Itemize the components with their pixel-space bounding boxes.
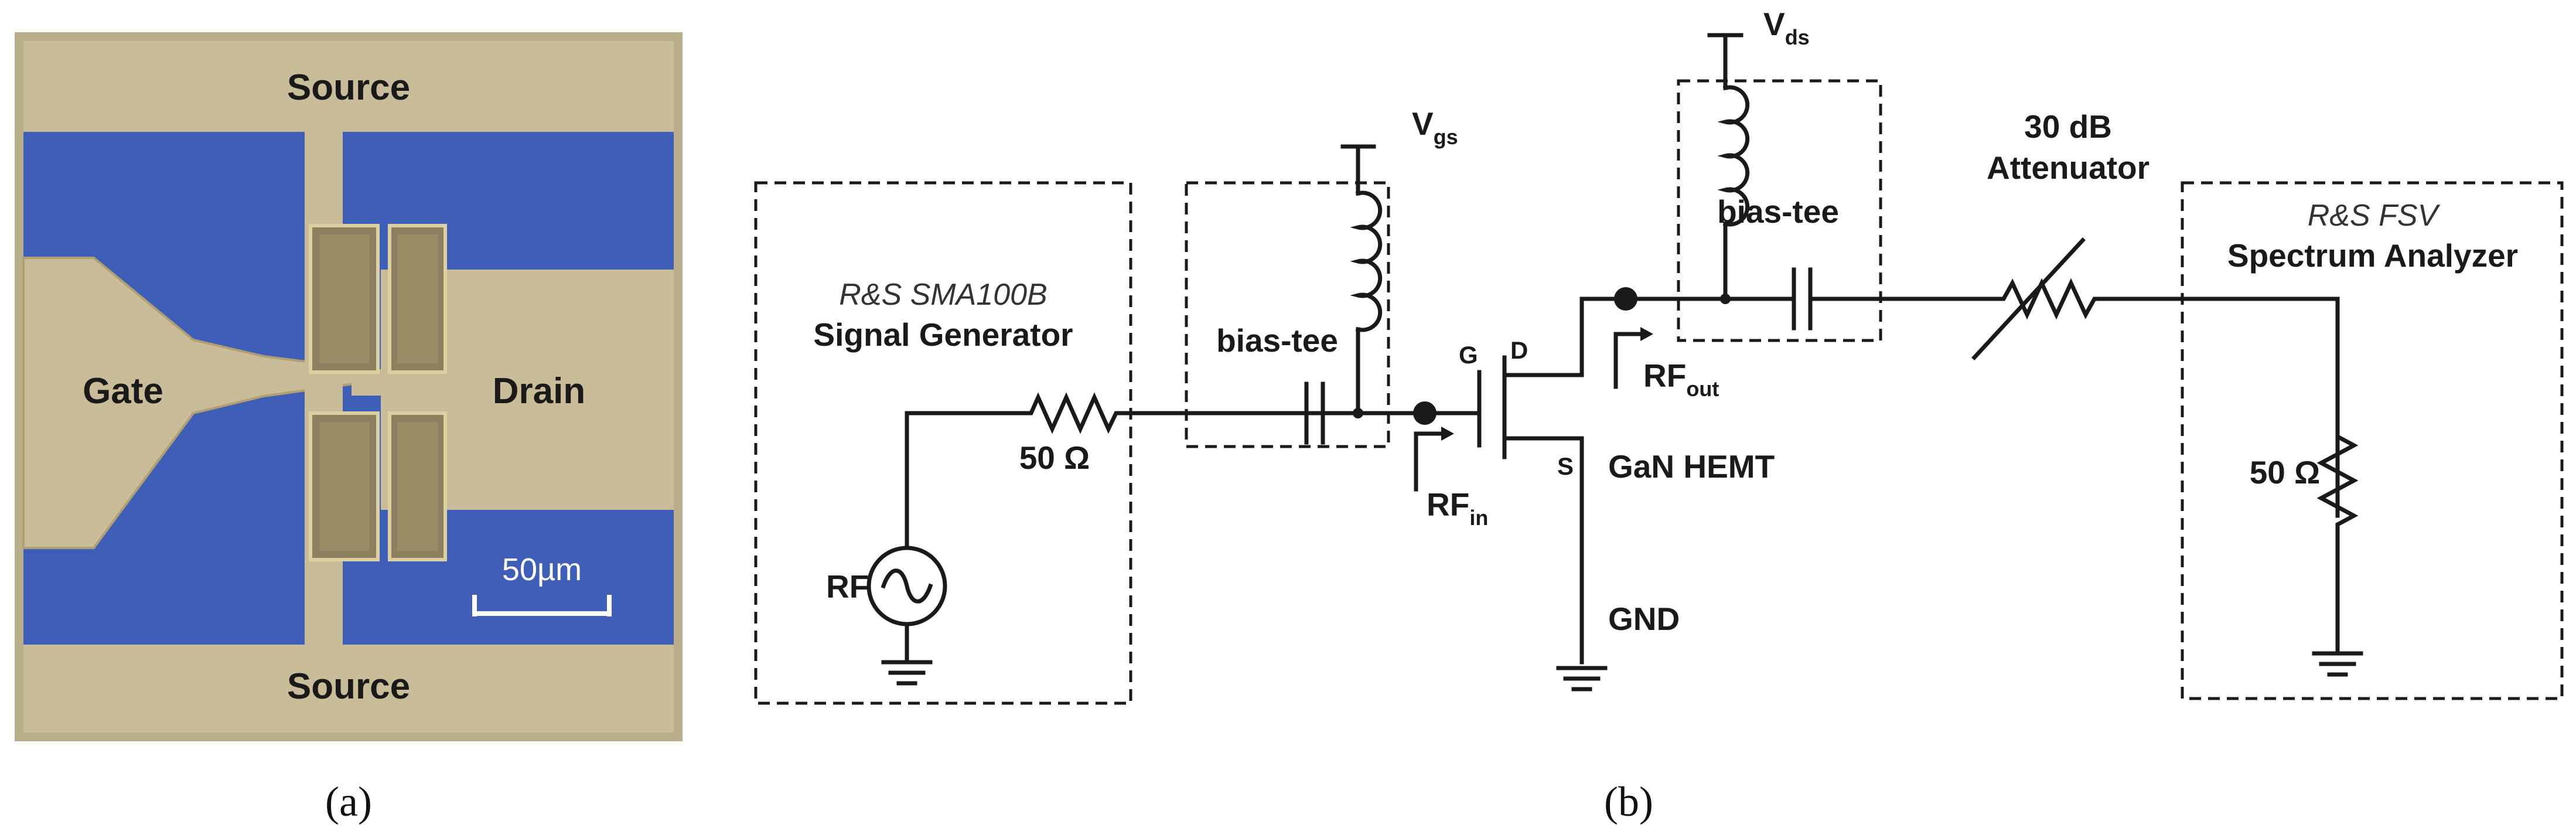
spectrum-analyzer-model: R&S FSV [2308, 199, 2441, 233]
source-top-label: Source [287, 67, 410, 108]
attenuator-line2: Attenuator [1987, 149, 2149, 186]
gate-label: Gate [83, 371, 163, 411]
series-resistor [1017, 392, 1329, 434]
circuit-diagram: R&S SMA100B Signal Generator RF 50 Ω Vgs [754, 6, 2564, 705]
rf-in-arrow-icon [1414, 431, 1444, 492]
ground-icon-generator [881, 660, 933, 686]
drain-pin-label: D [1510, 336, 1528, 364]
caption-b: (b) [1604, 778, 1653, 825]
rf-in-arrowhead [1441, 427, 1454, 441]
rf-out-arrow-icon [1613, 332, 1643, 389]
signal-generator-box [754, 181, 1132, 705]
bias-tee-out-box [1677, 79, 1882, 342]
device-finger-bottom [309, 411, 447, 561]
scale-bar: 50µm [472, 552, 612, 616]
source-bottom-label: Source [287, 666, 410, 707]
source-wire-transistor [1502, 436, 1584, 665]
transistor-name: GaN HEMT [1608, 448, 1775, 485]
ground-icon-transistor [1556, 666, 1608, 691]
series-resistor-label: 50 Ω [1019, 440, 1090, 476]
device-finger-top [309, 224, 447, 374]
source-bus-strip [305, 126, 343, 650]
spectrum-analyzer-name: Spectrum Analyzer [2227, 237, 2518, 274]
ground-label: GND [1608, 601, 1680, 637]
gate-pad [23, 258, 375, 548]
vgs-label: Vgs [1412, 105, 1458, 149]
bias-tee-in-box [1185, 181, 1390, 448]
source-wire [905, 411, 1022, 550]
bias-tee-out-label: bias-tee [1717, 193, 1839, 230]
source-bottom-pad [23, 645, 674, 733]
rf-in-label: RFin [1427, 486, 1488, 530]
load-resistor-label: 50 Ω [2250, 454, 2321, 490]
rf-out-arrowhead [1640, 327, 1653, 341]
rf-out-label: RFout [1643, 357, 1719, 401]
ground-icon-analyzer [2312, 651, 2363, 677]
signal-generator-name: Signal Generator [813, 316, 1073, 353]
sine-wave-icon [881, 568, 933, 604]
source-top-pad [23, 41, 674, 132]
scale-bar-label: 50µm [502, 552, 582, 587]
gate-pin-label: G [1459, 341, 1478, 369]
attenuator-line1: 30 dB [2024, 108, 2112, 145]
rf-source-label: RF [826, 568, 869, 605]
micrograph-panel: Source Source Gate Drain 50µm [15, 32, 683, 741]
signal-generator-model: R&S SMA100B [839, 278, 1048, 312]
load-resistor [2316, 425, 2359, 653]
output-inductor [1717, 33, 1750, 304]
caption-a: (a) [325, 778, 372, 825]
attenuator-slash [1971, 237, 2086, 360]
vds-label: Vds [1763, 6, 1810, 49]
drain-wire [1502, 297, 1628, 377]
source-pin-label: S [1557, 452, 1574, 480]
drain-label: Drain [493, 371, 585, 411]
attenuator-resistor [1808, 278, 2340, 518]
spectrum-analyzer-box [2181, 181, 2564, 700]
bias-tee-in-label: bias-tee [1216, 322, 1338, 359]
input-inductor [1350, 144, 1383, 418]
